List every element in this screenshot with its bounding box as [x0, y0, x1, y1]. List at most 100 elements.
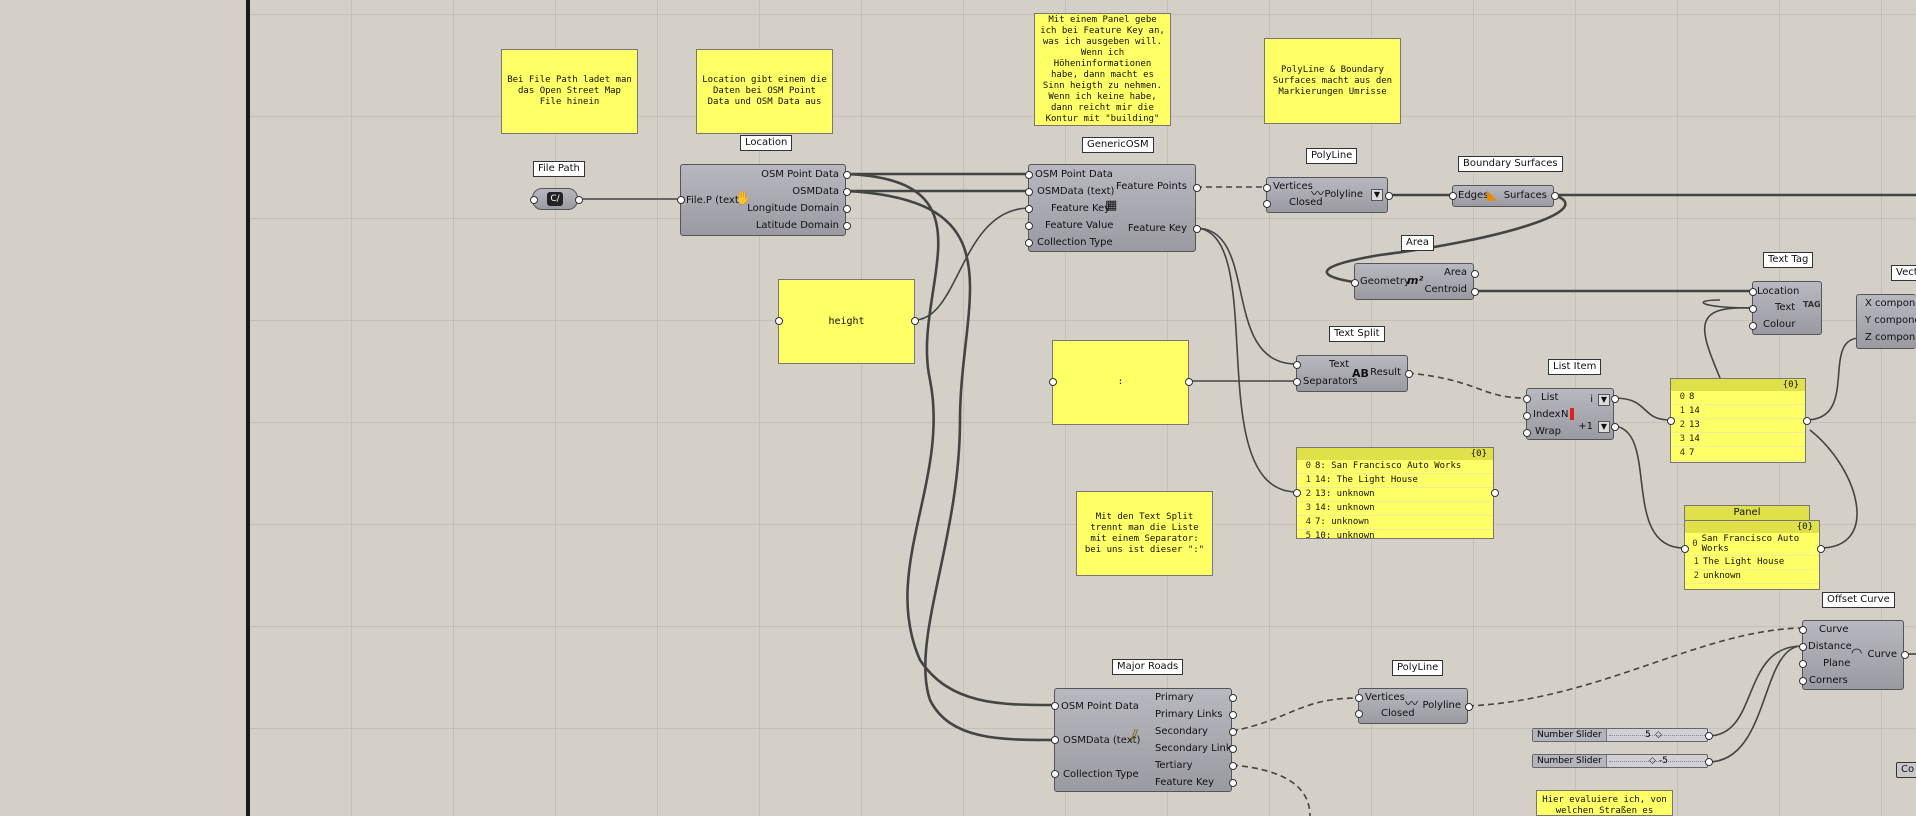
grip[interactable]: [1471, 288, 1479, 296]
major-roads-output-1[interactable]: Primary Links: [1155, 709, 1223, 720]
grip[interactable]: [1229, 728, 1237, 736]
grip[interactable]: [1293, 361, 1301, 369]
generic-osm-input-3[interactable]: Feature Value: [1045, 220, 1114, 231]
major-roads-input-2[interactable]: Collection Type: [1063, 769, 1139, 780]
grip[interactable]: [677, 196, 685, 204]
major-roads-output-5[interactable]: Feature Key: [1155, 777, 1215, 788]
major-roads-output-0[interactable]: Primary: [1155, 692, 1194, 703]
vector-output-2[interactable]: Z component: [1865, 332, 1916, 343]
grip[interactable]: [1803, 417, 1811, 425]
grip[interactable]: [1901, 651, 1909, 659]
panel-separator[interactable]: :: [1052, 340, 1189, 425]
major-roads-component[interactable]: OSM Point Data OSMData (text) Collection…: [1054, 688, 1237, 792]
grip[interactable]: [1449, 192, 1457, 200]
grip[interactable]: [1681, 545, 1689, 553]
grip[interactable]: [1705, 732, 1713, 740]
generic-osm-input-2[interactable]: Feature Key: [1051, 203, 1111, 214]
grip[interactable]: [1523, 429, 1531, 437]
offset-curve-component[interactable]: Curve Distance Plane Corners ◠ Curve: [1802, 620, 1904, 690]
chevron-down-icon[interactable]: ▼: [1598, 394, 1610, 406]
generic-osm-component[interactable]: OSM Point Data OSMData (text) Feature Ke…: [1028, 164, 1196, 252]
grip[interactable]: [1049, 378, 1057, 386]
grip[interactable]: [1799, 643, 1807, 651]
grip[interactable]: [1523, 395, 1531, 403]
note-polyline[interactable]: PolyLine & Boundary Surfaces macht aus d…: [1264, 38, 1401, 124]
grip[interactable]: [1193, 184, 1201, 192]
file-path-component[interactable]: C/: [532, 188, 578, 210]
polyline-input-1[interactable]: Closed: [1289, 197, 1323, 208]
grip[interactable]: [1551, 192, 1559, 200]
generic-osm-input-4[interactable]: Collection Type: [1037, 237, 1113, 248]
location-output-0[interactable]: OSM Point Data: [761, 169, 839, 180]
grip[interactable]: [1025, 205, 1033, 213]
grip[interactable]: [1749, 305, 1757, 313]
chevron-down-icon[interactable]: ▼: [1598, 421, 1610, 433]
grip[interactable]: [1611, 423, 1619, 431]
offset-curve-input-0[interactable]: Curve: [1819, 624, 1849, 635]
text-tag-input-1[interactable]: Text: [1775, 302, 1796, 313]
offset-curve-input-1[interactable]: Distance: [1808, 641, 1852, 652]
major-roads-input-0[interactable]: OSM Point Data: [1061, 701, 1139, 712]
list-item-input-1[interactable]: Index: [1533, 409, 1561, 420]
list-item-right-1[interactable]: +1: [1578, 421, 1593, 432]
grip[interactable]: [1263, 200, 1271, 208]
offset-curve-input-2[interactable]: Plane: [1823, 658, 1851, 669]
grip[interactable]: [575, 196, 583, 204]
major-roads-output-4[interactable]: Tertiary: [1155, 760, 1193, 771]
grip[interactable]: [1025, 239, 1033, 247]
grip[interactable]: [1405, 370, 1413, 378]
grip[interactable]: [843, 188, 851, 196]
panel-height[interactable]: height: [778, 279, 915, 364]
text-split-input-0[interactable]: Text: [1329, 359, 1350, 370]
grip[interactable]: [1229, 762, 1237, 770]
boundary-surfaces-component[interactable]: Edges ◣ Surfaces: [1452, 185, 1554, 207]
grip[interactable]: [1229, 745, 1237, 753]
area-output-1[interactable]: Centroid: [1424, 284, 1467, 295]
boundary-surfaces-output[interactable]: Surfaces: [1503, 190, 1547, 201]
grip[interactable]: [1799, 660, 1807, 668]
generic-osm-output-1[interactable]: Feature Key: [1127, 223, 1187, 234]
polyline2-input-0[interactable]: Vertices: [1365, 692, 1405, 703]
grip[interactable]: [843, 205, 851, 213]
boundary-surfaces-input[interactable]: Edges: [1458, 190, 1489, 201]
polyline2-component[interactable]: Vertices Closed 〰 Polyline: [1358, 688, 1468, 724]
note-file-path[interactable]: Bei File Path ladet man das Open Street …: [501, 49, 638, 134]
polyline2-output[interactable]: Polyline: [1422, 700, 1461, 711]
location-component[interactable]: File.P (text) ✋ OSM Point Data OSMData L…: [680, 164, 846, 236]
grip[interactable]: [1263, 184, 1271, 192]
grip[interactable]: [843, 222, 851, 230]
text-tag-input-0[interactable]: Location: [1757, 286, 1800, 297]
generic-osm-output-0[interactable]: Feature Points: [1115, 181, 1187, 192]
grip[interactable]: [911, 317, 919, 325]
vector-output-1[interactable]: Y component: [1865, 315, 1916, 326]
list-item-input-0[interactable]: List: [1541, 392, 1559, 403]
grip[interactable]: [1293, 378, 1301, 386]
grip[interactable]: [1193, 225, 1201, 233]
note-text-split[interactable]: Mit den Text Split trennt man die Liste …: [1076, 491, 1213, 576]
grip[interactable]: [1355, 694, 1363, 702]
note-bottom[interactable]: Hier evaluiere ich, von welchen Straßen …: [1536, 790, 1673, 816]
note-location[interactable]: Location gibt einem die Daten bei OSM Po…: [696, 49, 833, 134]
grip[interactable]: [1025, 188, 1033, 196]
number-slider-1[interactable]: Number Slider 5 ◇: [1532, 728, 1708, 742]
grip[interactable]: [1229, 779, 1237, 787]
area-input[interactable]: Geometry: [1360, 276, 1410, 287]
grip[interactable]: [1229, 694, 1237, 702]
grip[interactable]: [1799, 677, 1807, 685]
grip[interactable]: [1229, 711, 1237, 719]
area-component[interactable]: Geometry m² Area Centroid: [1354, 263, 1474, 300]
grip[interactable]: [1611, 395, 1619, 403]
grip[interactable]: [1471, 270, 1479, 278]
polyline-component[interactable]: Vertices Closed 〰 Polyline ▼: [1266, 177, 1388, 213]
grip[interactable]: [1491, 489, 1499, 497]
grip[interactable]: [1817, 545, 1825, 553]
text-split-component[interactable]: Text Separators AB Result: [1296, 355, 1408, 392]
vector-component[interactable]: X component Y component Z component: [1856, 294, 1916, 349]
generic-osm-input-1[interactable]: OSMData (text): [1037, 186, 1115, 197]
offset-curve-output[interactable]: Curve: [1867, 649, 1897, 660]
grip[interactable]: [1667, 417, 1675, 425]
text-tag-input-2[interactable]: Colour: [1763, 319, 1796, 330]
polyline-input-0[interactable]: Vertices: [1273, 181, 1313, 192]
